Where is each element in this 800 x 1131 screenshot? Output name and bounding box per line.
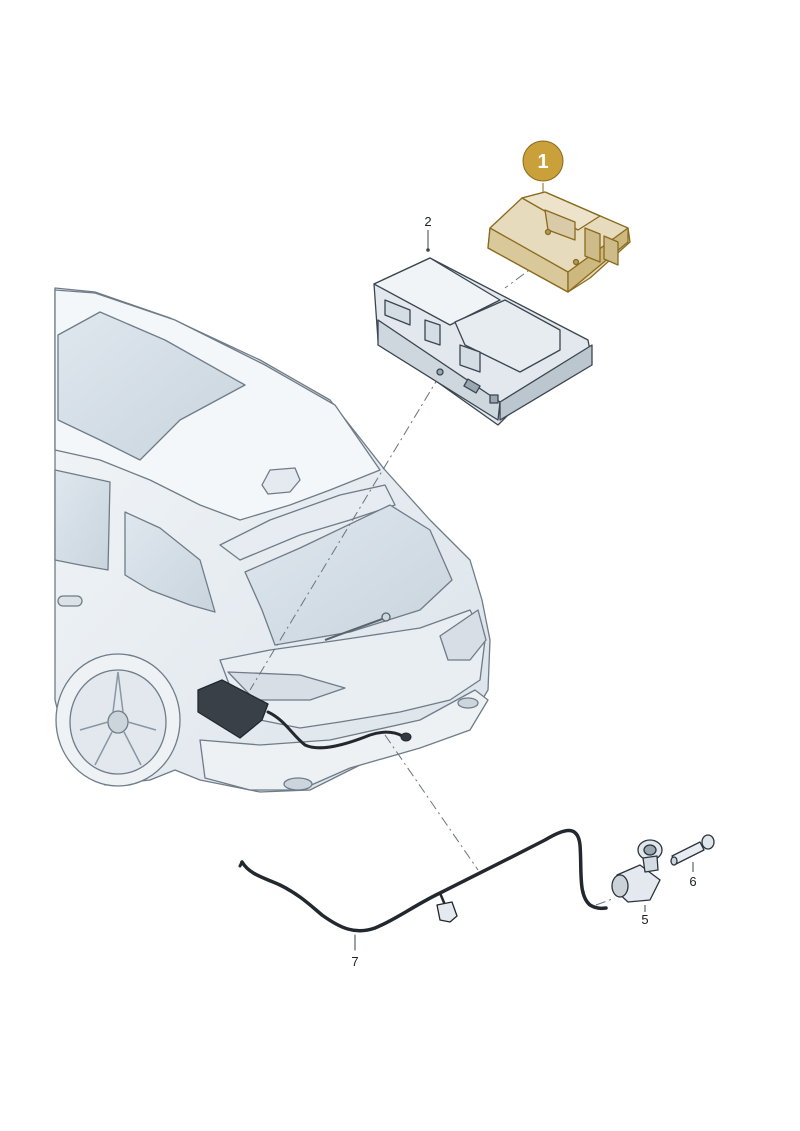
- callout-2-label: 2: [424, 214, 431, 229]
- part-2-bracket: [373, 257, 593, 426]
- callout-7-label: 7: [351, 954, 358, 969]
- callout-2: 2: [424, 214, 432, 252]
- part-5-washer-pump: [611, 839, 663, 912]
- part-6-bolt: [670, 834, 715, 872]
- part-7-wiring-harness: [238, 710, 608, 951]
- car-rear-window: [244, 504, 453, 646]
- car-side-window-rear: [124, 511, 216, 613]
- car-taillight-right: [439, 609, 487, 661]
- vehicle-illustration: [54, 287, 491, 793]
- car-wiper: [324, 617, 386, 641]
- callout-1: 1: [522, 140, 564, 192]
- callout-6: 6: [689, 874, 696, 889]
- callout-7: 7: [351, 954, 358, 969]
- car-rear-wheel: [55, 653, 181, 787]
- callout-5: 5: [641, 912, 648, 927]
- car-sunroof: [57, 311, 246, 461]
- car-bumper: [199, 689, 489, 791]
- car-side-window-front: [54, 469, 111, 571]
- callout-5-label: 5: [641, 912, 648, 927]
- car-antenna: [261, 467, 301, 495]
- car-boot-tray: [197, 679, 269, 739]
- callout-1-label: 1: [537, 151, 548, 173]
- callout-6-label: 6: [689, 874, 696, 889]
- car-spoiler: [219, 484, 396, 561]
- part-1-control-unit: [487, 191, 631, 293]
